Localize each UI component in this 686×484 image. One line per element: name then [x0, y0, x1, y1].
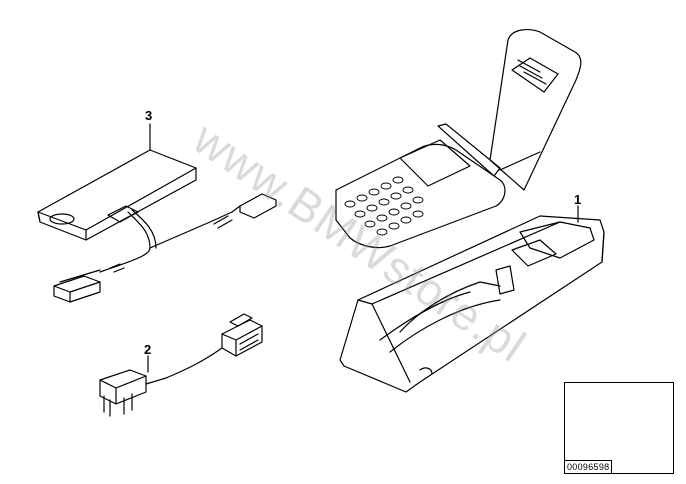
callout-3: 3 [145, 108, 153, 123]
diagram-reference-id: 00096598 [565, 460, 613, 473]
reference-box: 00096598 [564, 382, 674, 474]
antenna-module-part3 [37, 149, 277, 303]
callout-2: 2 [144, 342, 152, 357]
phone-cradle-part1 [339, 215, 605, 393]
mobile-phone [335, 29, 582, 249]
callout-1: 1 [574, 192, 582, 207]
adapter-cable-part2 [99, 313, 263, 417]
